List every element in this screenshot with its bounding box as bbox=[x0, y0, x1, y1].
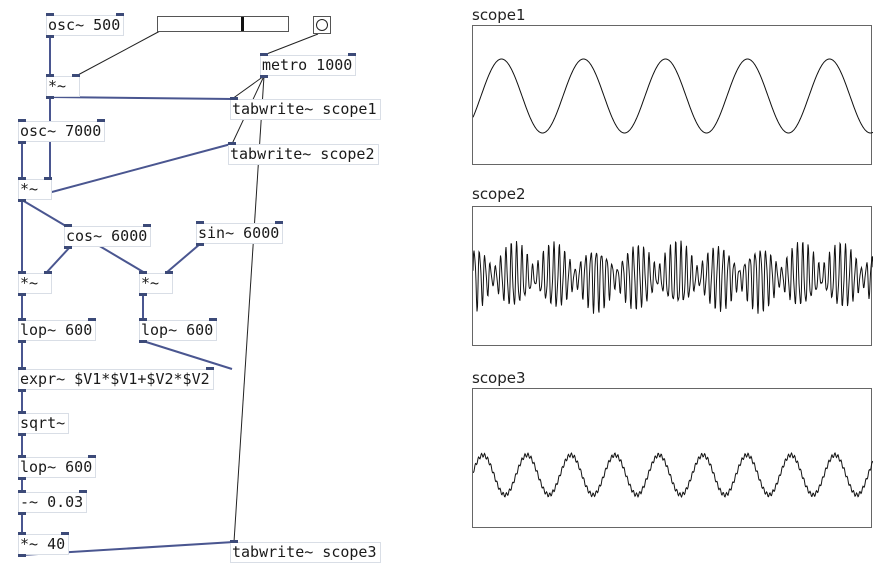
waveform-line bbox=[473, 451, 873, 498]
minus-0.03-label: -~ 0.03 bbox=[20, 493, 84, 511]
multiply-3-object[interactable]: *~ bbox=[18, 271, 52, 296]
tabwrite-scope2-object[interactable]: tabwrite~ scope2 bbox=[228, 142, 379, 165]
scope1-label: scope1 bbox=[472, 6, 526, 24]
cos-6000-object[interactable]: cos~ 6000 bbox=[64, 224, 152, 249]
cos-6000-label: cos~ 6000 bbox=[66, 227, 148, 245]
expr-object[interactable]: expr~ $V1*$V1+$V2*$V2 bbox=[18, 367, 214, 392]
tabwrite-scope3-object[interactable]: tabwrite~ scope3 bbox=[230, 540, 381, 563]
lop-600-3-object[interactable]: lop~ 600 bbox=[18, 455, 97, 480]
tabwrite-scope2-label: tabwrite~ scope2 bbox=[230, 145, 375, 163]
multiply-2-label: *~ bbox=[20, 180, 39, 198]
multiply-4-label: *~ bbox=[141, 274, 160, 292]
bang-circle-icon bbox=[316, 19, 328, 31]
waveform-line bbox=[473, 58, 873, 134]
scope1-array[interactable] bbox=[472, 25, 873, 165]
slider-knob[interactable] bbox=[241, 17, 244, 31]
multiply-40-label: *~ 40 bbox=[20, 535, 66, 553]
scope3-array[interactable] bbox=[472, 388, 873, 528]
tabwrite-scope3-label: tabwrite~ scope3 bbox=[232, 543, 377, 561]
expr-label: expr~ $V1*$V1+$V2*$V2 bbox=[20, 370, 210, 388]
control-cord[interactable] bbox=[231, 75, 265, 100]
waveform-line bbox=[473, 240, 873, 314]
scope3-label: scope3 bbox=[472, 369, 526, 387]
sin-6000-object[interactable]: sin~ 6000 bbox=[196, 221, 284, 246]
multiply-1-object[interactable]: *~ bbox=[46, 74, 80, 99]
scope1-waveform bbox=[473, 58, 873, 134]
minus-0.03-object[interactable]: -~ 0.03 bbox=[18, 490, 88, 515]
scope2-array[interactable] bbox=[472, 206, 873, 346]
osc-500-object[interactable]: osc~ 500 bbox=[46, 13, 125, 38]
multiply-3-label: *~ bbox=[20, 274, 39, 292]
signal-cord[interactable] bbox=[142, 340, 233, 370]
tabwrite-scope1-object[interactable]: tabwrite~ scope1 bbox=[230, 97, 381, 120]
lop-600-3-label: lop~ 600 bbox=[20, 458, 93, 476]
lop-600-1-object[interactable]: lop~ 600 bbox=[18, 318, 97, 343]
metro-1000-object[interactable]: metro 1000 bbox=[260, 53, 357, 78]
signal-cord[interactable] bbox=[45, 246, 71, 274]
sin-6000-label: sin~ 6000 bbox=[198, 224, 280, 242]
multiply-2-object[interactable]: *~ bbox=[18, 177, 52, 202]
control-cord[interactable] bbox=[263, 33, 319, 56]
sqrt-label: sqrt~ bbox=[20, 414, 66, 432]
lop-600-1-label: lop~ 600 bbox=[20, 321, 93, 339]
bang-button[interactable] bbox=[313, 16, 331, 34]
scope2-label: scope2 bbox=[472, 185, 526, 203]
signal-cord[interactable] bbox=[165, 243, 201, 274]
osc-7000-label: osc~ 7000 bbox=[20, 122, 102, 140]
signal-cord[interactable] bbox=[21, 143, 232, 201]
tabwrite-scope1-label: tabwrite~ scope1 bbox=[232, 100, 377, 118]
osc-7000-object[interactable]: osc~ 7000 bbox=[18, 119, 106, 144]
multiply-1-label: *~ bbox=[48, 77, 67, 95]
multiply-4-object[interactable]: *~ bbox=[139, 271, 173, 296]
scope2-waveform bbox=[473, 240, 873, 314]
metro-1000-label: metro 1000 bbox=[262, 56, 353, 74]
osc-500-label: osc~ 500 bbox=[48, 16, 121, 34]
signal-cord[interactable] bbox=[49, 96, 234, 100]
scope3-waveform bbox=[473, 451, 873, 498]
control-cord[interactable] bbox=[75, 30, 161, 77]
sqrt-object[interactable]: sqrt~ bbox=[18, 411, 70, 436]
multiply-40-object[interactable]: *~ 40 bbox=[18, 532, 70, 557]
lop-600-2-object[interactable]: lop~ 600 bbox=[139, 318, 218, 343]
horizontal-slider[interactable] bbox=[157, 16, 289, 32]
lop-600-2-label: lop~ 600 bbox=[141, 321, 214, 339]
